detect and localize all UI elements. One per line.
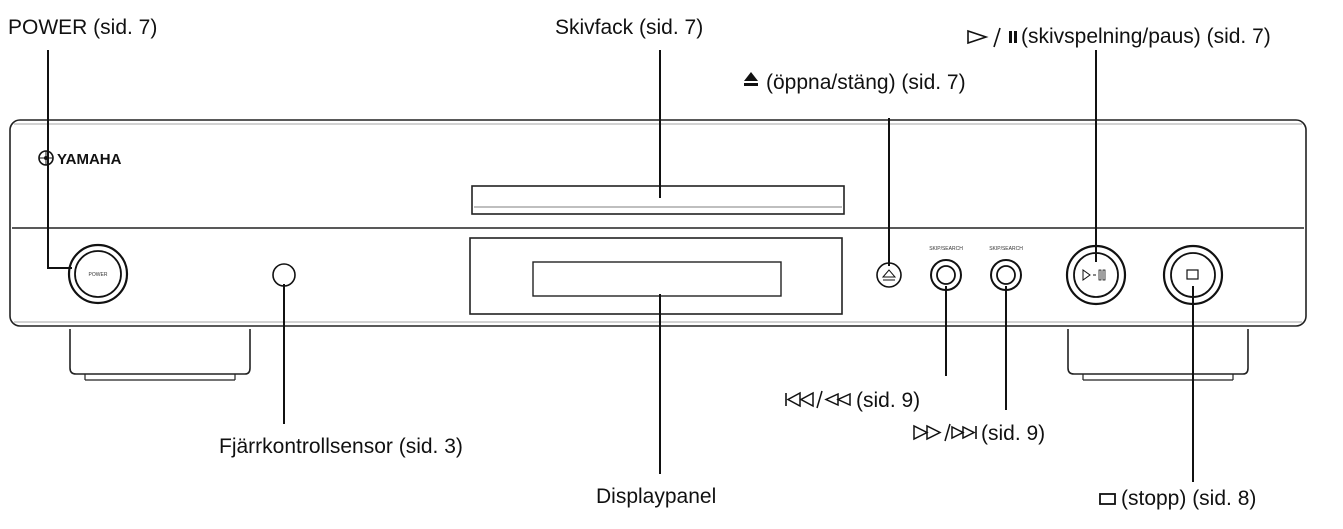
play-pause-symbol-icon: [967, 27, 1017, 48]
skip-forward-symbol-icon: [913, 423, 977, 442]
stop-symbol-icon: [1099, 493, 1116, 505]
remote-sensor: [272, 263, 296, 287]
eject-button[interactable]: [876, 262, 902, 288]
eject-callout: (öppna/stäng) (sid. 7): [744, 71, 966, 94]
power-leader: [47, 50, 72, 269]
skip-back-label: (sid. 9): [856, 389, 920, 412]
skip-back-button[interactable]: SKIP/SEARCH: [929, 246, 963, 291]
eject-symbol-icon: [744, 72, 758, 86]
remote-sensor-label: Fjärrkontrollsensor (sid. 3): [219, 435, 463, 458]
leader-lines: [47, 50, 1194, 482]
disc-tray: [471, 185, 845, 215]
player-body: [9, 119, 1307, 327]
play-callout: (skivspelning/paus) (sid. 7): [967, 25, 1271, 48]
brand-name: YAMAHA: [57, 151, 122, 168]
skip-forward-button-text: SKIP/SEARCH: [989, 246, 1023, 252]
eject-label: (öppna/stäng) (sid. 7): [766, 71, 966, 94]
power-button[interactable]: POWER: [67, 243, 129, 305]
skip-forward-label: (sid. 9): [981, 422, 1045, 445]
power-label: POWER (sid. 7): [8, 16, 157, 39]
tray-label: Skivfack (sid. 7): [555, 16, 703, 39]
skip-forward-button[interactable]: SKIP/SEARCH: [989, 246, 1023, 291]
left-foot: [69, 329, 251, 381]
skip-back-callout: (sid. 9): [785, 389, 920, 412]
right-foot: [1067, 329, 1249, 381]
stop-label: (stopp) (sid. 8): [1121, 487, 1256, 510]
yamaha-logo: YAMAHA: [38, 150, 122, 168]
skip-forward-callout: (sid. 9): [913, 422, 1045, 445]
skip-back-button-text: SKIP/SEARCH: [929, 246, 963, 252]
skip-back-symbol-icon: [785, 390, 851, 409]
power-button-text: POWER: [89, 272, 108, 278]
play-label: (skivspelning/paus) (sid. 7): [1021, 25, 1271, 48]
display-panel: [469, 237, 843, 315]
play-pause-button[interactable]: [1065, 244, 1127, 306]
stop-callout: (stopp) (sid. 8): [1099, 487, 1256, 510]
display-panel-label: Displaypanel: [596, 485, 716, 508]
